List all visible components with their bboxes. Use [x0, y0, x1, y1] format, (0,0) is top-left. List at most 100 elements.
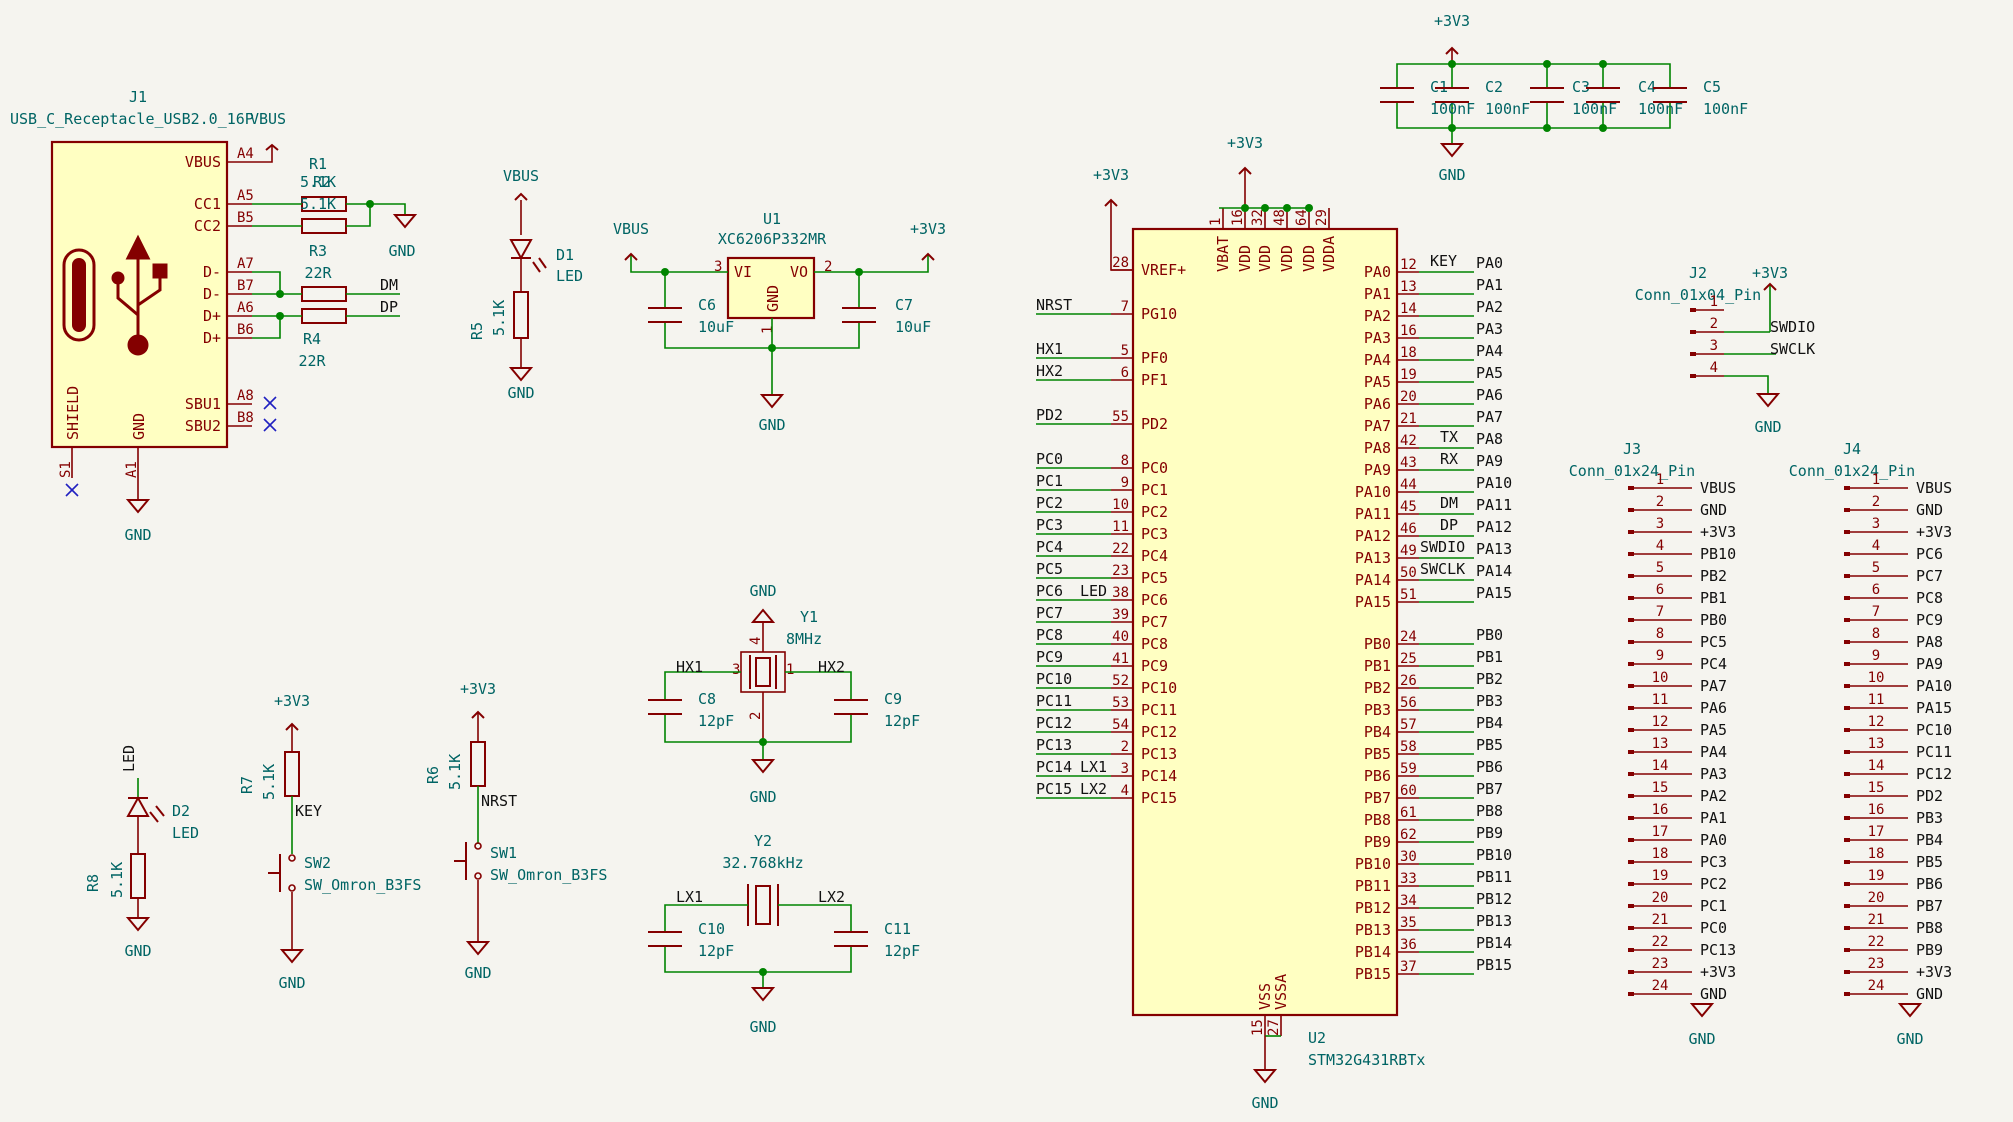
u1-value: XC6206P332MR — [718, 230, 827, 248]
pin-number: B6 — [237, 322, 254, 338]
pin-net: +3V3 — [1916, 523, 1952, 541]
pin-number: 9 — [1872, 648, 1880, 664]
resistor-r6[interactable]: R6 5.1K — [424, 741, 486, 790]
pin-number: 41 — [1112, 651, 1129, 667]
p3v3-power-symbol: +3V3 — [274, 692, 310, 752]
pin-stub — [1844, 618, 1850, 622]
capacitor-c4[interactable]: C4 100nF — [1586, 78, 1683, 118]
pin-number: 60 — [1400, 783, 1417, 799]
r5-ref: R5 — [468, 322, 486, 340]
pin-number: 62 — [1400, 827, 1417, 843]
capacitor-c2[interactable]: C2 100nF — [1435, 78, 1530, 118]
net-label: PA8 — [1476, 430, 1503, 448]
pin-stub — [1628, 904, 1634, 908]
capacitor-c8[interactable]: C8 12pF — [648, 690, 734, 730]
gnd-symbol: GND — [1754, 393, 1782, 436]
pin-number: B5 — [237, 210, 254, 226]
pin-number: 10 — [1112, 497, 1129, 513]
net-label: PC8 — [1036, 626, 1063, 644]
pin-number: 53 — [1112, 695, 1129, 711]
capacitor-c10[interactable]: C10 12pF — [648, 920, 734, 960]
net-label: PB2 — [1476, 670, 1503, 688]
pin-stub — [1628, 970, 1634, 974]
net-label: PB14 — [1476, 934, 1512, 952]
pin-number: 3 — [1121, 761, 1129, 777]
net-label: PA9 — [1476, 452, 1503, 470]
svg-text:100nF: 100nF — [1638, 100, 1683, 118]
pin-stub — [1628, 794, 1634, 798]
gnd-symbol: GND — [758, 394, 786, 434]
pin-stub — [1844, 860, 1850, 864]
pin-number: 11 — [1112, 519, 1129, 535]
pin-name: PB14 — [1355, 943, 1391, 961]
led-d2[interactable]: D2 LED — [126, 795, 199, 842]
pin-net: PA9 — [1916, 655, 1943, 673]
svg-text:GND: GND — [1438, 166, 1465, 184]
ldo-regulator-u1[interactable]: U1 XC6206P332MR VI VO GND 3 2 1 — [714, 210, 832, 334]
capacitor-c1[interactable]: C1 100nF — [1380, 78, 1475, 118]
capacitor-c6[interactable]: C6 10uF — [648, 296, 734, 336]
capacitor-c3[interactable]: C3 100nF — [1530, 78, 1617, 118]
pin-net: PA10 — [1916, 677, 1952, 695]
svg-text:12pF: 12pF — [698, 942, 734, 960]
j1-a1-num: A1 — [124, 461, 140, 478]
resistor-r2[interactable]: R2 5.1K — [300, 173, 347, 234]
pin-name: PB4 — [1364, 723, 1391, 741]
capacitor-c11[interactable]: C11 12pF — [834, 920, 920, 960]
pin-number: 6 — [1872, 582, 1880, 598]
pin-name: PA2 — [1364, 307, 1391, 325]
resistor-r3[interactable]: R3 22R — [301, 242, 347, 302]
pin-number: 13 — [1652, 736, 1669, 752]
svg-text:12pF: 12pF — [884, 712, 920, 730]
led-d1[interactable]: D1 LED — [509, 239, 583, 285]
resistor-r4[interactable]: R4 22R — [298, 308, 347, 370]
crystal-y1[interactable]: Y1 8MHz 3 1 4 2 — [732, 608, 822, 720]
switch-sw1[interactable]: SW1 SW_Omron_B3FS — [454, 842, 607, 884]
resistor-r1[interactable]: R1 5.1K — [300, 155, 347, 212]
y1-wiring — [664, 622, 852, 760]
capacitor-c5[interactable]: C5 100nF — [1653, 78, 1748, 118]
capacitor-c7[interactable]: C7 10uF — [842, 296, 931, 336]
d2-ref: D2 — [172, 802, 190, 820]
pin-name: PA13 — [1355, 549, 1391, 567]
pin-number: 55 — [1112, 409, 1129, 425]
resistor-r8[interactable]: R8 5.1K — [84, 853, 146, 899]
j3-ref: J3 — [1623, 440, 1641, 458]
pin-net: PA1 — [1700, 809, 1727, 827]
svg-text:12pF: 12pF — [884, 942, 920, 960]
net-label: PB4 — [1476, 714, 1503, 732]
j3-value: Conn_01x24_Pin — [1569, 462, 1695, 480]
switch-sw2[interactable]: SW2 SW_Omron_B3FS — [268, 854, 421, 894]
pin-number: 16 — [1868, 802, 1885, 818]
pin-net: PB4 — [1916, 831, 1943, 849]
crystal-y2[interactable]: Y2 32.768kHz — [722, 832, 804, 926]
pin-number: 33 — [1400, 871, 1417, 887]
mcu-u2[interactable]: U2 STM32G431RBTx VBAT1VDD16VDD32VDD48VDD… — [1036, 208, 1512, 1069]
u1-body — [726, 256, 816, 320]
gnd-label: GND — [124, 526, 151, 544]
pin-net: VBUS — [1700, 479, 1736, 497]
pin-number: 15 — [1868, 780, 1885, 796]
c6-value: 10uF — [698, 318, 734, 336]
capacitor-c9[interactable]: C9 12pF — [834, 690, 920, 730]
pin-number: 24 — [1400, 629, 1417, 645]
j4-ref: J4 — [1843, 440, 1861, 458]
resistor-r5[interactable]: R5 5.1K — [468, 291, 529, 340]
pin-name: PC4 — [1141, 547, 1168, 565]
pin-number: 24 — [1868, 978, 1885, 994]
pin-number: 12 — [1868, 714, 1885, 730]
pin-stub — [1690, 308, 1696, 312]
vbus-power-symbol: VBUS — [613, 220, 649, 261]
pin-stub — [1628, 618, 1634, 622]
resistor-r7[interactable]: R7 5.1K — [238, 751, 300, 800]
pin-number: 30 — [1400, 849, 1417, 865]
svg-text:SW2: SW2 — [304, 854, 331, 872]
r4-value: 22R — [298, 352, 326, 370]
net-label: PA12 — [1476, 518, 1512, 536]
